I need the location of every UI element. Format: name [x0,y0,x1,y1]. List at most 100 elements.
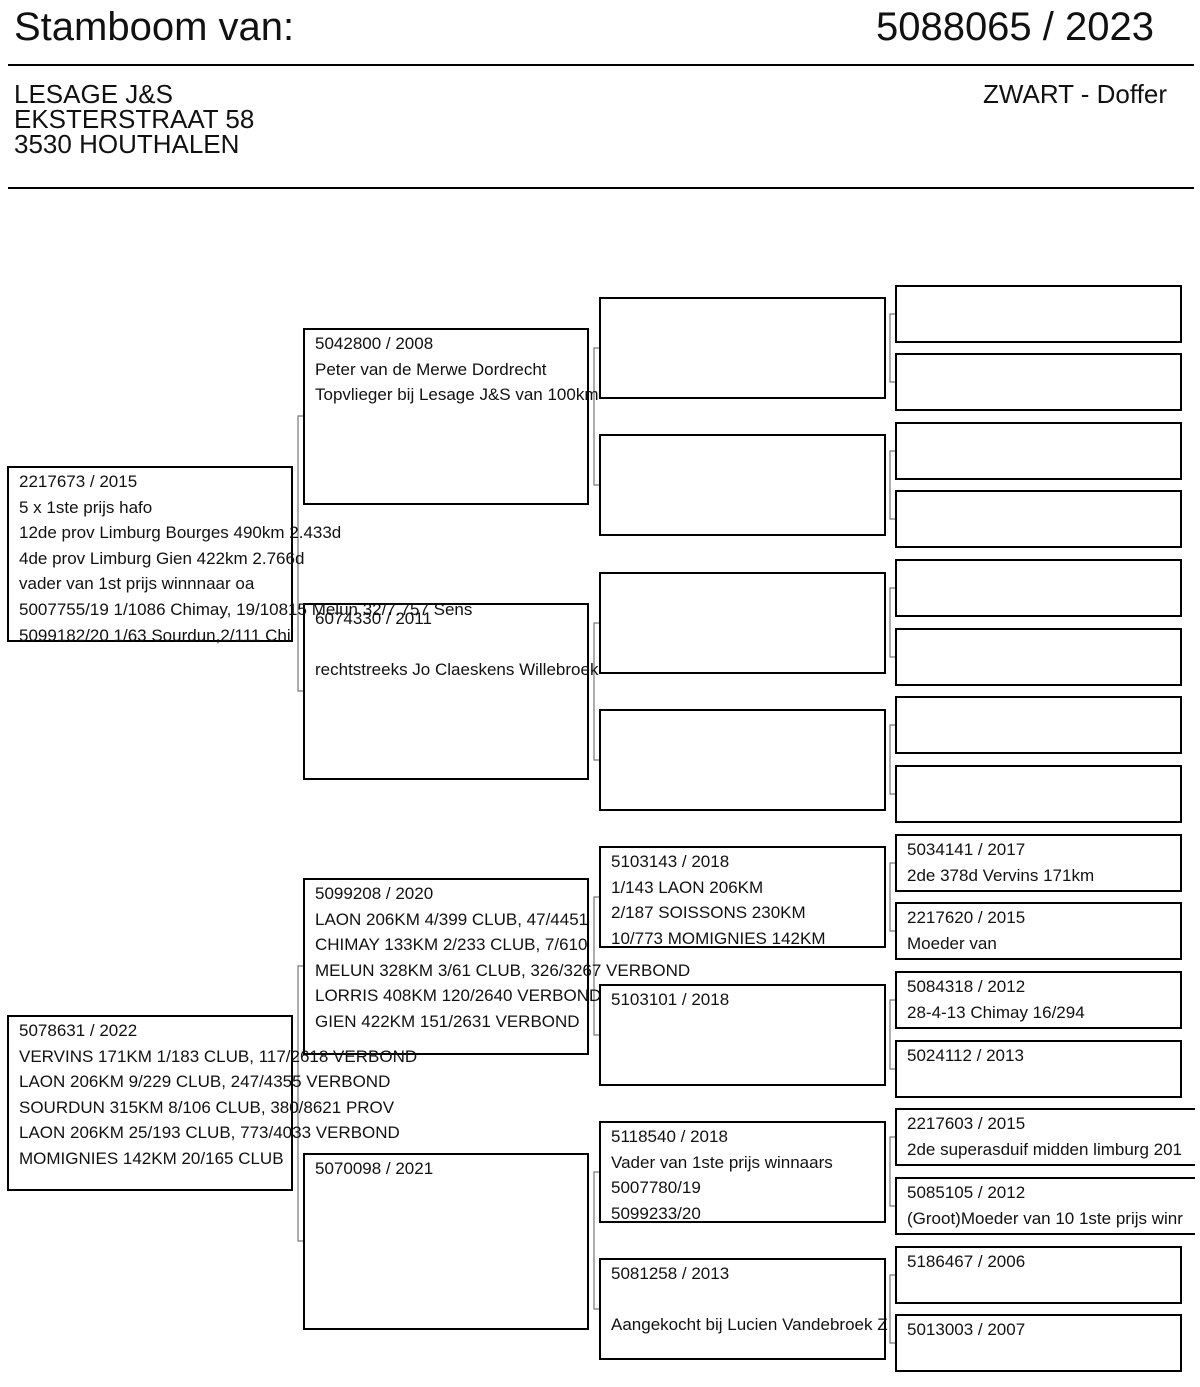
pedigree-note: LAON 206KM 4/399 CLUB, 47/4451 [315,909,589,929]
ring-number: 5099208 / 2020 [315,884,434,903]
pedigree-note: LORRIS 408KM 120/2640 VERBOND [315,986,602,1006]
pedigree-note: Topvlieger bij Lesage J&S van 100km [315,385,599,405]
pedigree-note: Vader van 1ste prijs winnaars [611,1152,833,1172]
pedigree-note: 28-4-13 Chimay 16/294 [907,1002,1085,1022]
pedigree-card-gen4-10: 2217620 / 2015 Moeder van [895,902,1182,960]
owner-city: 3530 HOUTHALEN [14,129,240,159]
pedigree-card-mmm: 5081258 / 2013 Aangekocht bij Lucien Van… [599,1258,888,1360]
pedigree-note [907,493,1170,519]
ring-number: 2217603 / 2015 [907,1114,1026,1133]
owner-address: LESAGE J&S EKSTERSTRAAT 58 3530 HOUTHALE… [14,79,255,159]
pedigree-note [907,562,1170,588]
pedigree-note: CHIMAY 133KM 2/233 CLUB, 7/610 [315,935,588,955]
pedigree-note: 2de 378d Vervins 171km [907,865,1095,885]
pedigree-card-mother-mother: 5070098 / 2021 [303,1153,589,1330]
pedigree-note [907,288,1170,314]
pedigree-note: Moeder van [907,933,997,953]
ring-number: 5118540 / 2018 [611,1127,728,1146]
pedigree-card-fmm [599,709,886,811]
ring-number: 5070098 / 2021 [315,1159,434,1178]
pedigree-card-gen4-8 [895,765,1182,823]
pedigree-card-mmf: 5118540 / 2018 Vader van 1ste prijs winn… [599,1121,886,1223]
pedigree-note [611,1287,874,1313]
pedigree-note: (Groot)Moeder van 10 1ste prijs winr [907,1208,1183,1228]
pedigree-note: 10/773 MOMIGNIES 142KM [611,928,826,948]
pedigree-note: 5099233/20 [611,1203,701,1223]
pedigree-note: VERVINS 171KM 1/183 CLUB, 117/2618 VERBO… [19,1046,418,1066]
pedigree-note [907,1069,1170,1095]
pedigree-note [907,631,1170,657]
ring-number: 5024112 / 2013 [907,1046,1024,1065]
pedigree-card-gen4-11: 5084318 / 2012 28-4-13 Chimay 16/294 [895,971,1182,1029]
color-sex-label: ZWART - Doffer [983,79,1167,109]
ring-number: 5081258 / 2013 [611,1264,730,1283]
pedigree-card-fmf [599,572,886,674]
pedigree-note: 5 x 1ste prijs hafo [19,497,153,517]
pedigree-note [907,1275,1170,1301]
pedigree-note [907,699,1170,725]
pedigree-card-gen4-4 [895,490,1182,548]
pedigree-card-gen4-14: 5085105 / 2012 (Groot)Moeder van 10 1ste… [895,1177,1195,1235]
pedigree-card-mff: 5103143 / 2018 1/143 LAON 206KM 2/187 SO… [599,846,886,948]
pedigree-note: rechtstreeks Jo Claeskens Willebroek [315,660,599,680]
ring-number: 2217620 / 2015 [907,908,1026,927]
pedigree-note: 2/187 SOISSONS 230KM [611,903,806,923]
owner-street: EKSTERSTRAAT 58 [14,104,255,134]
pedigree-note: Peter van de Merwe Dordrecht [315,359,547,379]
ring-number: 5042800 / 2008 [315,334,434,353]
ring-number: 5013003 / 2007 [907,1320,1026,1339]
pedigree-card-gen4-12: 5024112 / 2013 [895,1040,1182,1098]
pedigree-note: 4de prov Limburg Gien 422km 2.766d [19,548,305,568]
pedigree-card-gen4-15: 5186467 / 2006 [895,1246,1182,1304]
ring-number: 5034141 / 2017 [907,840,1026,859]
pedigree-card-gen4-2 [895,353,1182,411]
ring-number: 5085105 / 2012 [907,1183,1026,1202]
header-divider-bottom [8,187,1194,189]
ring-number: 2217673 / 2015 [19,472,138,491]
pedigree-note [907,1343,1170,1369]
header-divider-top [8,64,1194,66]
pedigree-note: MOMIGNIES 142KM 20/165 CLUB [19,1148,284,1168]
pedigree-note: 5099182/20 1/63 Sourdun,2/111 Chi [19,625,291,645]
ring-number: 5078631 / 2022 [19,1021,138,1040]
owner-name: LESAGE J&S [14,79,173,109]
pedigree-card-father-mother: 6074330 / 2011 rechtstreeks Jo Claeskens… [303,603,599,780]
pedigree-card-gen4-9: 5034141 / 2017 2de 378d Vervins 171km [895,834,1182,892]
pedigree-card-gen4-13: 2217603 / 2015 2de superasduif midden li… [895,1108,1195,1166]
pedigree-note: GIEN 422KM 151/2631 VERBOND [315,1011,580,1031]
pedigree-card-father: 2217673 / 2015 5 x 1ste prijs hafo 12de … [7,466,473,645]
pedigree-card-gen4-3 [895,422,1182,480]
pedigree-note: MELUN 328KM 3/61 CLUB, 326/3267 VERBOND [315,960,691,980]
pedigree-note [907,768,1170,794]
pedigree-note: LAON 206KM 25/193 CLUB, 773/4033 VERBOND [19,1123,400,1143]
page-title: Stamboom van: [14,5,295,49]
ring-number: 5186467 / 2006 [907,1252,1026,1271]
subject-ring-number: 5088065 / 2023 [875,5,1154,49]
pedigree-note: Aangekocht bij Lucien Vandebroek Z [611,1315,888,1335]
pedigree-note [907,425,1170,451]
pedigree-card-father-father: 5042800 / 2008 Peter van de Merwe Dordre… [303,328,599,505]
ring-number: 6074330 / 2011 [315,609,432,628]
pedigree-note: LAON 206KM 9/229 CLUB, 247/4355 VERBOND [19,1072,391,1092]
pedigree-note: 5007755/19 1/1086 Chimay, 19/10815 Melun… [19,599,473,619]
pedigree-card-ffm [599,434,886,536]
pedigree-card-mother-father: 5099208 / 2020 LAON 206KM 4/399 CLUB, 47… [303,878,691,1055]
pedigree-card-fff [599,297,886,399]
pedigree-note: vader van 1st prijs winnnaar oa [19,574,255,594]
pedigree-note: 1/143 LAON 206KM [611,877,764,897]
pedigree-note: 5007780/19 [611,1178,701,1198]
pedigree-card-gen4-16: 5013003 / 2007 [895,1314,1182,1372]
pedigree-card-gen4-5 [895,559,1182,617]
ring-number: 5103101 / 2018 [611,990,730,1009]
pedigree-card-gen4-6 [895,628,1182,686]
ring-number: 5084318 / 2012 [907,977,1026,996]
pedigree-note [907,356,1170,382]
pedigree-note [315,632,577,658]
pedigree-card-mfm: 5103101 / 2018 [599,984,886,1086]
pedigree-card-mother: 5078631 / 2022 VERVINS 171KM 1/183 CLUB,… [7,1015,418,1191]
pedigree-card-gen4-1 [895,285,1182,343]
ring-number: 5103143 / 2018 [611,852,730,871]
pedigree-card-gen4-7 [895,696,1182,754]
pedigree-note: 12de prov Limburg Bourges 490km 2.433d [19,523,342,543]
pedigree-note: SOURDUN 315KM 8/106 CLUB, 380/8621 PROV [19,1097,395,1117]
